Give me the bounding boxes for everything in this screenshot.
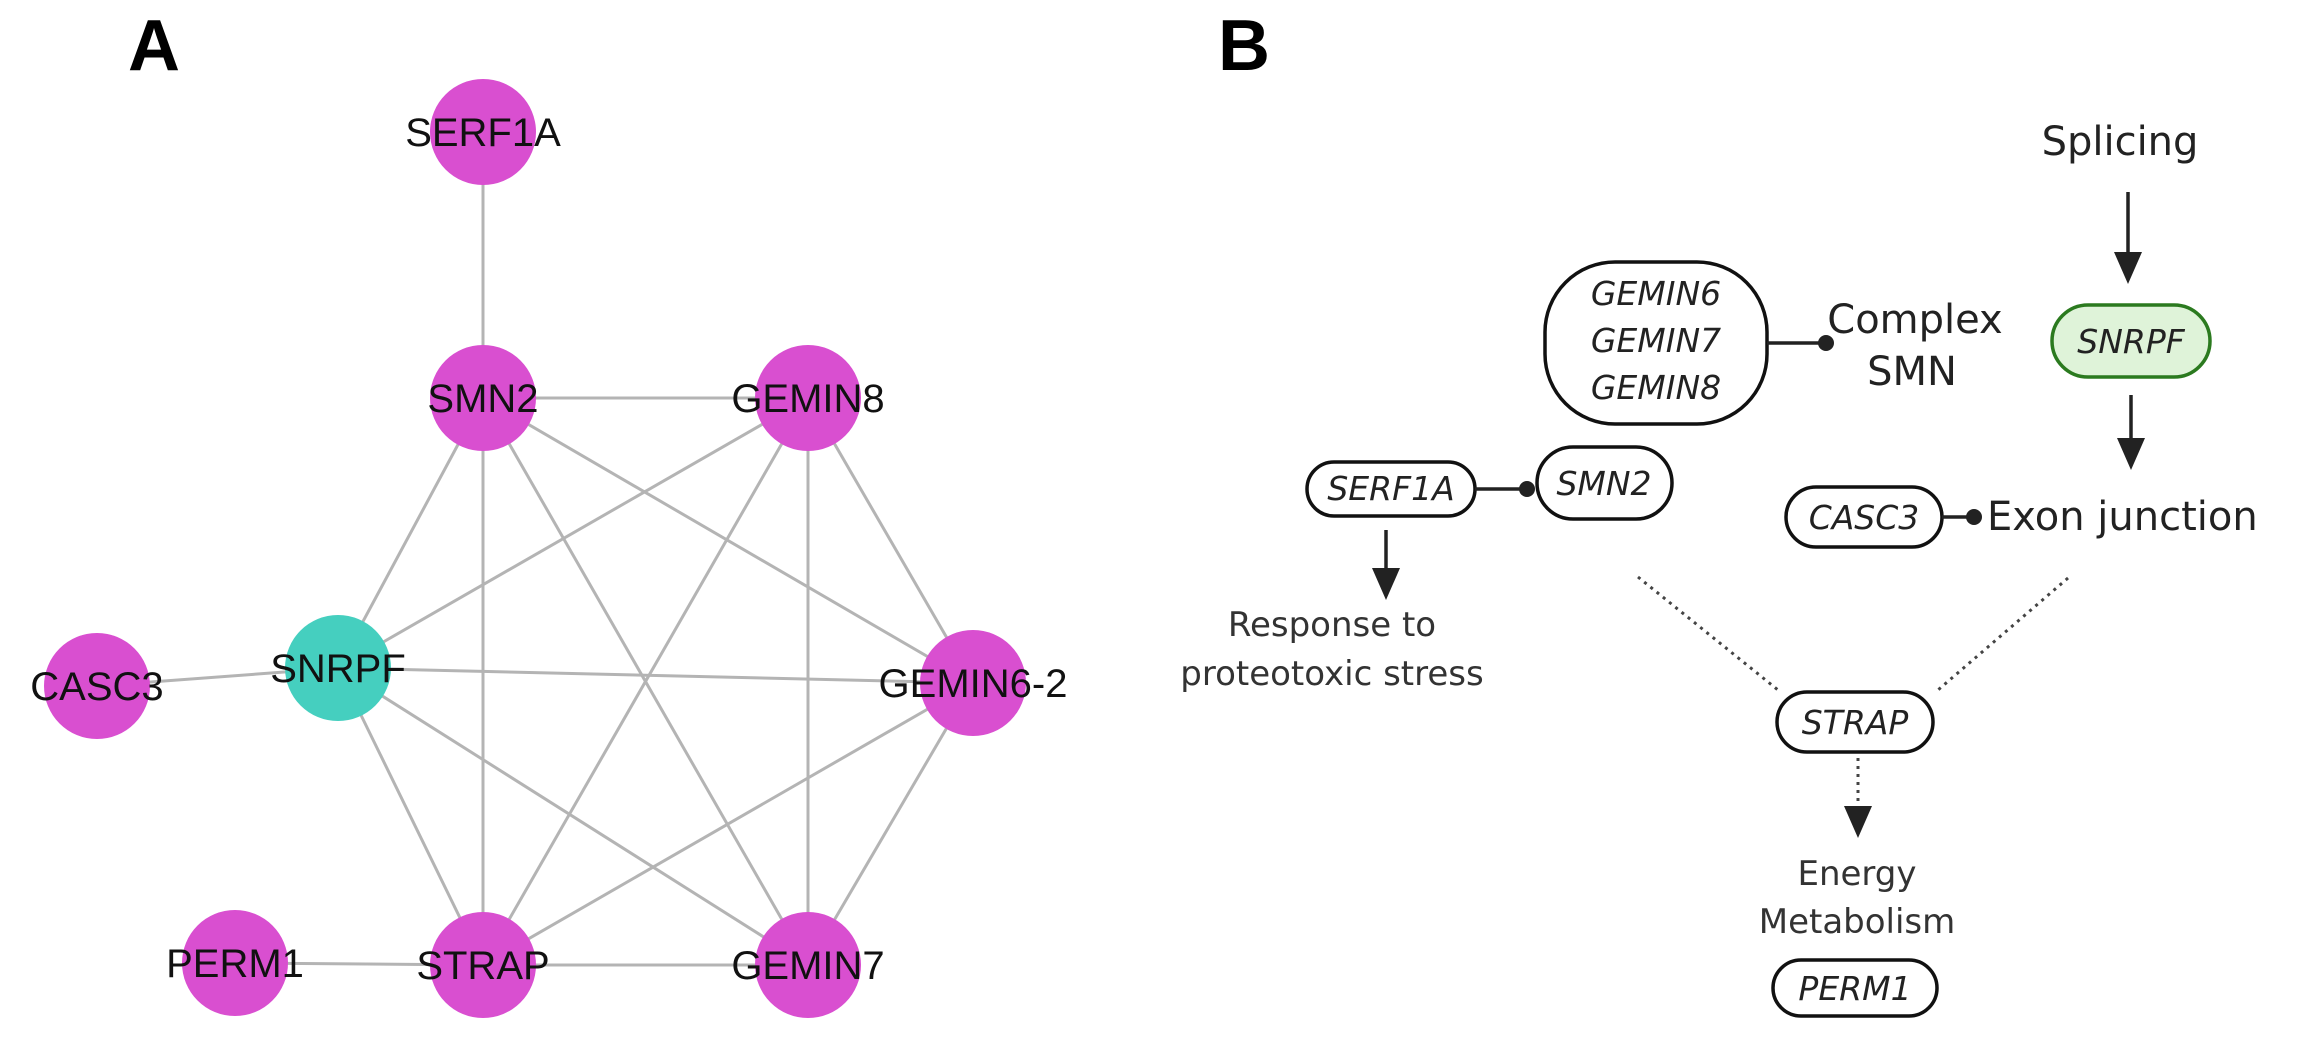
node-snrpf [285,615,391,721]
gemin8-label: GEMIN8 [1591,368,1721,407]
node-strap [430,912,536,1018]
node-perm1 [182,910,288,1016]
splicing-arrowhead [2114,252,2142,284]
node-label-gemin7: GEMIN7 [731,944,884,988]
node-label-serf1a: SERF1A [405,111,561,155]
edge-snrpf-strap [336,667,485,966]
proteotoxic-stress-label: proteotoxic stress [1180,654,1483,694]
pathway-diagram: Splicing GEMIN6 GEMIN7 GEMIN8 Complex SM… [1180,119,2258,1018]
edge-gemin8-strap [481,397,810,966]
node-serf1a [430,79,536,185]
node-label-snrpf: SNRPF [270,647,406,691]
snrpf-arrowhead [2117,438,2145,470]
snrpf-box [2050,303,2212,379]
snrpf-label: SNRPF [2077,322,2185,361]
perm1-label: PERM1 [1798,969,1911,1008]
serf1a-label: SERF1A [1327,469,1454,508]
node-smn2 [430,345,536,451]
node-gemin8 [755,345,861,451]
edge-gemin7-gemin6-2 [806,682,975,966]
casc3-dot [1966,509,1982,525]
edge-snrpf-gemin6-2 [337,666,974,685]
panel-label-b: B [1218,6,1270,86]
node-label-smn2: SMN2 [427,377,538,421]
network-edges [96,132,975,967]
edge-gemin8-snrpf [337,396,809,670]
smn2-box [1535,445,1674,521]
gemin6-label: GEMIN6 [1591,274,1721,313]
edge-strap-gemin6-2 [482,681,974,967]
complex-label: Complex [1827,297,2002,343]
edge-snrpf-gemin7 [337,666,809,967]
node-label-strap: STRAP [416,944,549,988]
edge-gemin8-gemin6-2 [806,397,975,684]
exon-junction-label: Exon junction [1987,494,2258,540]
dotted-link-right [1937,576,2069,692]
splicing-label: Splicing [2042,119,2199,165]
node-label-casc3: CASC3 [30,665,163,709]
node-gemin6-2 [920,630,1026,736]
energy-label: Energy [1797,854,1916,894]
node-label-gemin8: GEMIN8 [731,377,884,421]
panel-label-a: A [128,6,180,86]
smn2-label: SMN2 [1556,464,1651,503]
strap-box [1775,690,1935,754]
node-gemin7 [755,912,861,1018]
node-label-gemin6-2: GEMIN6-2 [879,662,1068,706]
metabolism-label: Metabolism [1759,902,1956,942]
gemin7-label: GEMIN7 [1591,321,1721,360]
strap-arrowhead [1844,806,1872,838]
casc3-label: CASC3 [1809,498,1920,537]
strap-label: STRAP [1802,703,1909,742]
smn-label: SMN [1867,349,1957,395]
serf1a-arrowhead [1372,568,1400,600]
dotted-link-left [1637,575,1779,692]
gemin-complex-dot [1818,335,1834,351]
perm1-box [1771,958,1939,1018]
node-casc3 [44,633,150,739]
response-to-label: Response to [1228,605,1436,645]
node-label-perm1: PERM1 [166,942,304,986]
serf1a-smn2-dot [1519,481,1535,497]
